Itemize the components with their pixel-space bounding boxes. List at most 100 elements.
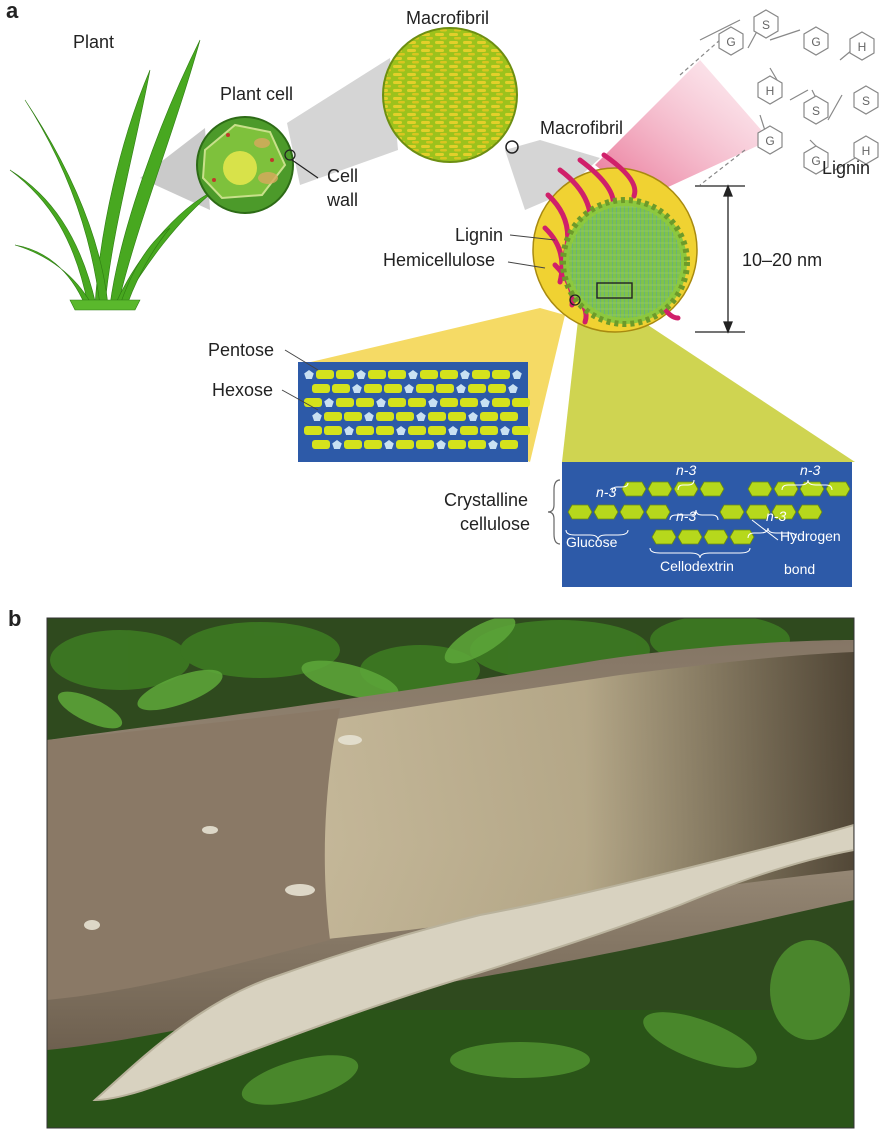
label-n3-b: n-3	[676, 462, 696, 478]
lignin-unit-h3: H	[862, 144, 871, 158]
label-hemicellulose: Hemicellulose	[383, 250, 495, 271]
hexose-unit	[440, 370, 458, 379]
hexose-unit	[364, 440, 382, 449]
lignin-unit-s1: S	[762, 18, 770, 32]
hexose-unit	[304, 426, 322, 435]
hexose-unit	[396, 412, 414, 421]
hexose-unit	[364, 384, 382, 393]
hexose-unit	[416, 384, 434, 393]
hexose-unit	[500, 412, 518, 421]
lignin-unit-g2: G	[811, 35, 820, 49]
hexose-unit	[500, 440, 518, 449]
hexose-unit	[388, 370, 406, 379]
glucose-unit	[620, 505, 644, 519]
hexose-unit	[512, 398, 530, 407]
label-bond: bond	[784, 561, 815, 577]
glucose-unit	[826, 482, 850, 496]
label-lignin-right: Lignin	[822, 158, 870, 179]
hexose-unit	[448, 412, 466, 421]
label-plant-cell: Plant cell	[220, 84, 293, 105]
hexose-unit	[384, 384, 402, 393]
hexose-unit	[436, 384, 454, 393]
hexose-unit	[480, 412, 498, 421]
hexose-unit	[336, 370, 354, 379]
glucose-unit	[700, 482, 724, 496]
hexose-unit	[324, 426, 342, 435]
hexose-unit	[472, 370, 490, 379]
lignin-unit-s2: S	[812, 104, 820, 118]
glucose-unit	[774, 482, 798, 496]
label-wall: wall	[327, 190, 358, 211]
label-n3-d: n-3	[676, 508, 696, 524]
hexose-unit	[460, 426, 478, 435]
hexose-unit	[460, 398, 478, 407]
hexose-unit	[416, 440, 434, 449]
glucose-unit	[652, 530, 676, 544]
glucose-unit	[730, 530, 754, 544]
hexose-unit	[420, 370, 438, 379]
hexose-unit	[448, 440, 466, 449]
lignin-unit-g1: G	[726, 35, 735, 49]
lignin-unit-g4: G	[811, 154, 820, 168]
label-cellodextrin: Cellodextrin	[660, 558, 734, 574]
hexose-unit	[388, 398, 406, 407]
hexose-unit	[376, 426, 394, 435]
hexose-unit	[428, 426, 446, 435]
dimension-marker	[695, 186, 745, 332]
plant-cell-illustration	[197, 117, 295, 213]
hexose-unit	[408, 426, 426, 435]
hexose-unit	[480, 426, 498, 435]
lignin-unit-h1: H	[766, 84, 775, 98]
hexose-unit	[316, 370, 334, 379]
hexose-unit	[356, 426, 374, 435]
lignin-unit-s3: S	[862, 94, 870, 108]
hexose-unit	[324, 412, 342, 421]
label-crystalline: Crystalline	[444, 490, 528, 511]
hexose-unit	[440, 398, 458, 407]
hexose-unit	[396, 440, 414, 449]
hexose-unit	[376, 412, 394, 421]
glucose-unit	[594, 505, 618, 519]
hexose-unit	[304, 398, 322, 407]
glucose-unit	[704, 530, 728, 544]
hexose-unit	[344, 440, 362, 449]
label-pentose: Pentose	[208, 340, 274, 361]
label-glucose: Glucose	[566, 534, 617, 550]
glucose-unit	[720, 505, 744, 519]
hexose-unit	[468, 384, 486, 393]
hexose-unit	[368, 370, 386, 379]
label-macrofibril-top: Macrofibril	[406, 8, 489, 29]
hexose-unit	[312, 440, 330, 449]
hexose-unit	[512, 426, 530, 435]
lignin-unit-g3: G	[765, 134, 774, 148]
hexose-unit	[428, 412, 446, 421]
glucose-unit	[646, 505, 670, 519]
crystalline-brace	[548, 480, 560, 544]
label-macrofibril-right: Macrofibril	[540, 118, 623, 139]
hexose-unit	[312, 384, 330, 393]
label-cell: Cell	[327, 166, 358, 187]
hexose-unit	[492, 370, 510, 379]
hexose-unit	[468, 440, 486, 449]
glucose-unit	[798, 505, 822, 519]
hemicellulose-box	[298, 362, 530, 462]
hexose-unit	[344, 412, 362, 421]
macrofibril-illustration	[383, 28, 518, 162]
hexose-unit	[408, 398, 426, 407]
lignin-unit-h2: H	[858, 40, 867, 54]
hexose-unit	[492, 398, 510, 407]
glucose-unit	[678, 530, 702, 544]
panel-a-diagram: G S G H S G G H S H	[0, 0, 883, 600]
label-hexose: Hexose	[212, 380, 273, 401]
label-n3-e: n-3	[766, 508, 786, 524]
glucose-unit	[568, 505, 592, 519]
label-plant: Plant	[73, 32, 114, 53]
label-lignin-left: Lignin	[455, 225, 503, 246]
label-n3-c: n-3	[800, 462, 820, 478]
hexose-unit	[336, 398, 354, 407]
label-hydrogen: Hydrogen	[780, 528, 841, 544]
panel-b-letter: b	[8, 606, 21, 632]
glucose-unit	[622, 482, 646, 496]
hexose-unit	[332, 384, 350, 393]
label-cellulose: cellulose	[460, 514, 530, 535]
